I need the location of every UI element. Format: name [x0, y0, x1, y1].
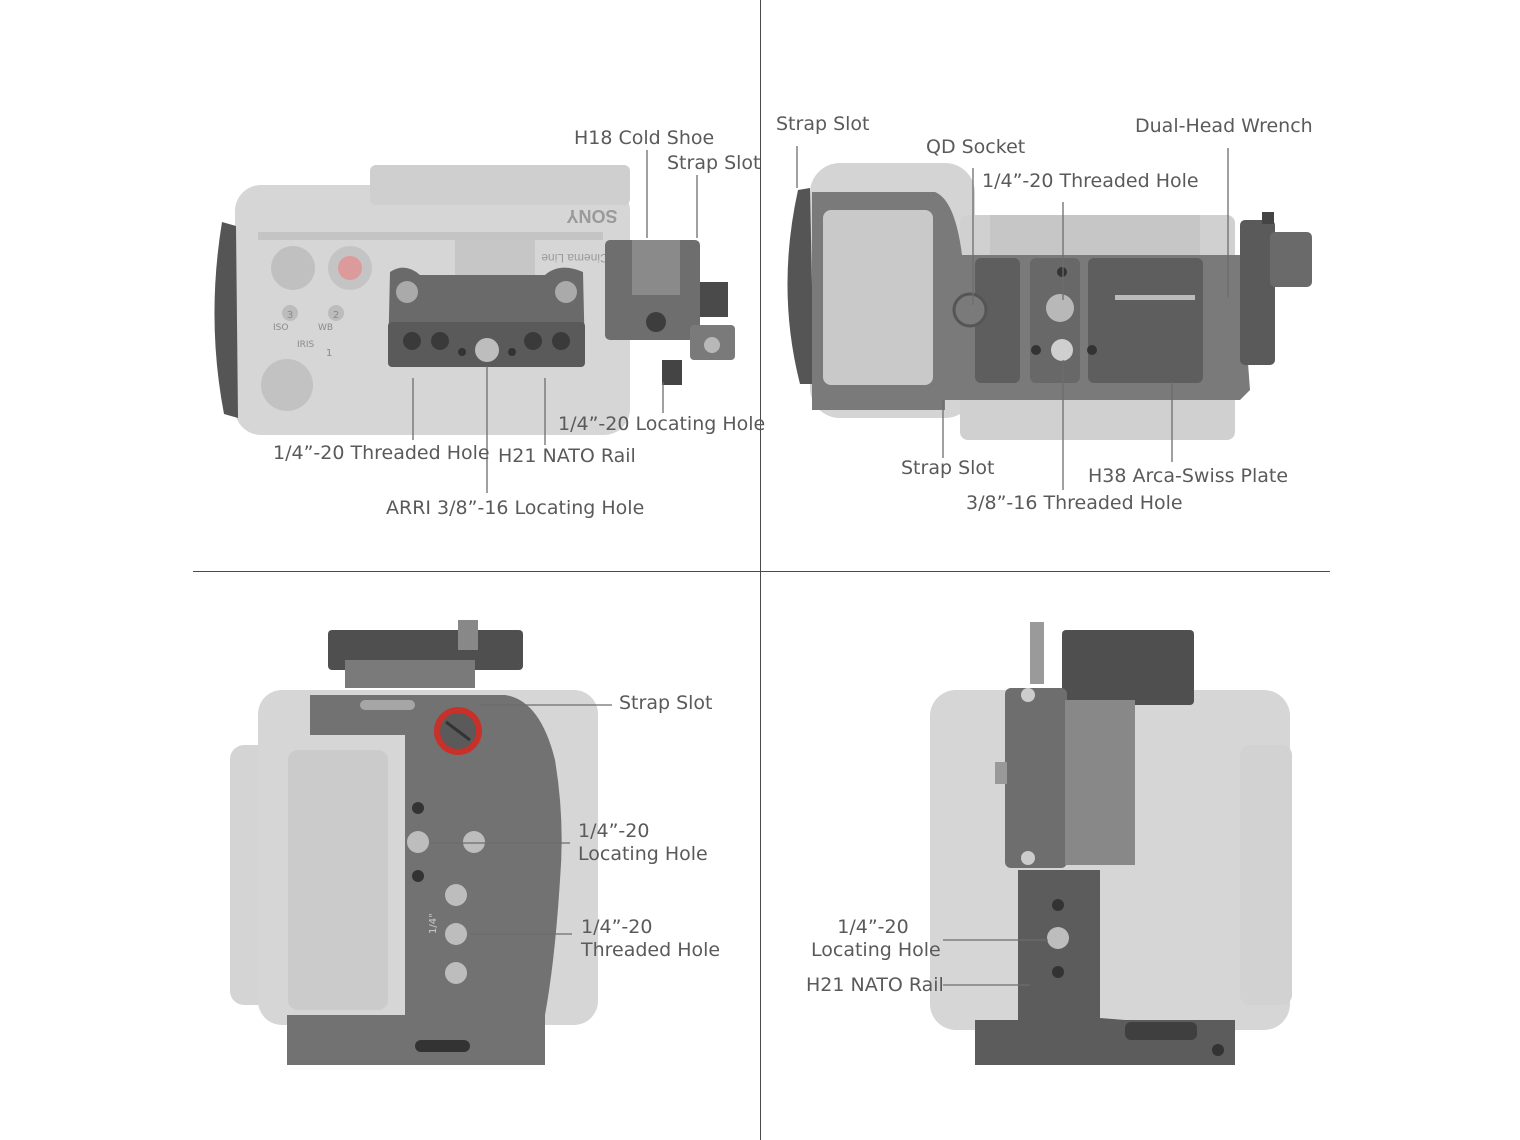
label-strap-slot-tl: Strap Slot: [667, 152, 761, 174]
label-threaded-line1-bl: 1/4”-20: [581, 916, 653, 938]
quarter-mark: 1/4": [428, 913, 439, 934]
label-nato-rail-br: H21 NATO Rail: [806, 974, 944, 996]
label-threaded-38: 3/8”-16 Threaded Hole: [966, 492, 1183, 514]
nato-rail-block: [388, 267, 585, 367]
label-threaded-hole-tr: 1/4”-20 Threaded Hole: [982, 170, 1199, 192]
label-locating-line2-br: Locating Hole: [811, 939, 941, 961]
label-strap-slot-bl: Strap Slot: [619, 692, 713, 714]
label-strap-slot-tr-bottom: Strap Slot: [901, 457, 995, 479]
brand-logo: SONY: [566, 206, 617, 226]
label-locating-line2-bl: Locating Hole: [578, 843, 708, 865]
cine-line-mark: Cinema Line: [541, 251, 609, 265]
btn-3-mark: 3: [287, 310, 293, 321]
cold-shoe-block: [605, 240, 735, 385]
bottom-right-leaders: [943, 939, 1048, 986]
btn-1-mark: 1: [326, 348, 332, 359]
label-locating-hole-br: 1/4”-20 Locating Hole: [811, 916, 941, 962]
bottom-left-leaders: [430, 704, 612, 935]
label-strap-slot-tr-top: Strap Slot: [776, 113, 870, 135]
label-locating-line1-br: 1/4”-20: [837, 916, 909, 938]
label-dual-head-wrench: Dual-Head Wrench: [1135, 115, 1313, 137]
label-nato-rail-tl: H21 NATO Rail: [498, 445, 636, 467]
nato-side-view: [930, 622, 1292, 1065]
label-h18-cold-shoe: H18 Cold Shoe: [574, 127, 715, 149]
btn-2-mark: 2: [333, 310, 339, 321]
label-locating-line1-bl: 1/4”-20: [578, 820, 650, 842]
label-arca-plate: H38 Arca-Swiss Plate: [1088, 465, 1289, 487]
top-left-leaders: [412, 150, 698, 493]
vertical-divider: [760, 0, 761, 1140]
horizontal-divider: [193, 571, 1330, 572]
label-locating-hole-tl: 1/4”-20 Locating Hole: [558, 413, 766, 435]
top-right-leaders: [796, 146, 1229, 490]
iris-mark: IRIS: [297, 340, 315, 350]
top-view-camera: SONY Cinema Line 3 2 ISO WB IRIS 1: [214, 165, 735, 435]
label-arri-hole: ARRI 3/8”-16 Locating Hole: [386, 497, 645, 519]
bottom-view-camera: [787, 163, 1312, 440]
label-threaded-hole-bl: 1/4”-20 Threaded Hole: [581, 916, 720, 962]
label-threaded-line2-bl: Threaded Hole: [581, 939, 721, 961]
iso-mark: ISO: [273, 323, 288, 333]
wb-mark: WB: [318, 323, 333, 333]
label-locating-hole-bl: 1/4”-20 Locating Hole: [578, 820, 708, 866]
grip-side-view: 1/4": [230, 620, 598, 1065]
label-qd-socket: QD Socket: [926, 136, 1026, 158]
label-threaded-hole-tl: 1/4”-20 Threaded Hole: [273, 442, 490, 464]
